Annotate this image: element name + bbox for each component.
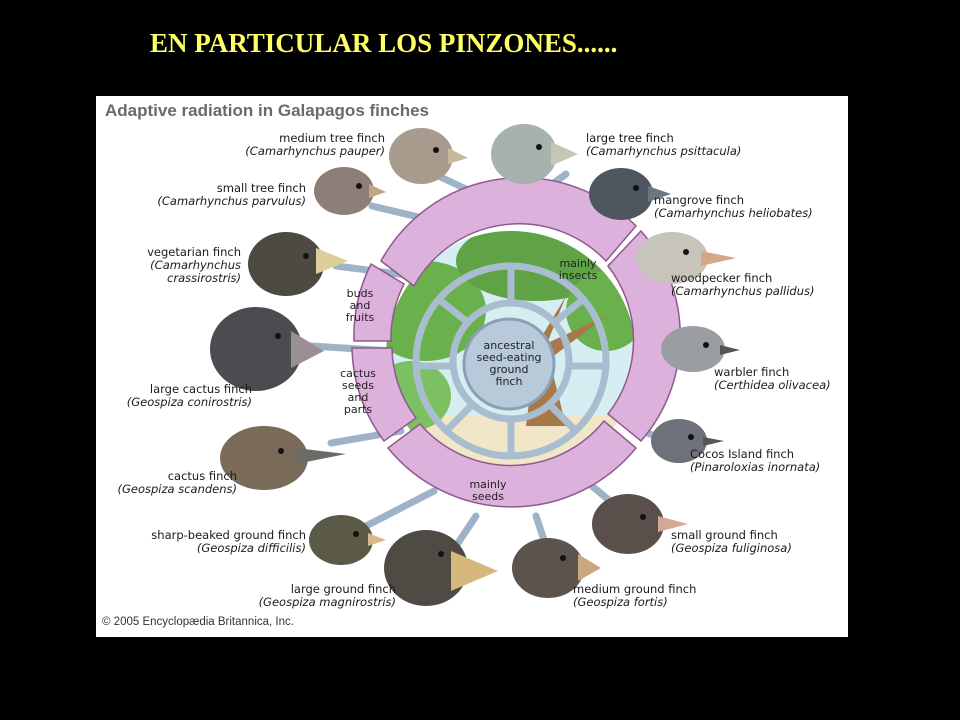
finch-label-small-ground: small ground finch (Geospiza fuliginosa) [671, 529, 792, 555]
finch-heads [210, 124, 740, 606]
finch-common-name: woodpecker finch [671, 271, 773, 285]
figure-title: Adaptive radiation in Galapagos finches [105, 101, 430, 120]
finch-head-warbler [661, 326, 740, 372]
finch-scientific-name: (Geospiza conirostris) [126, 395, 252, 409]
finch-common-name: medium tree finch [279, 131, 385, 145]
finch-head-cactus [220, 426, 346, 490]
spoke [452, 512, 480, 550]
finch-scientific-name: (Camarhynchus heliobates) [654, 206, 813, 220]
finch-head-large-cactus [210, 307, 324, 391]
finch-head-cocos-island [651, 419, 724, 463]
finch-common-name: warbler finch [714, 365, 790, 379]
food-label-cactus: cactus seeds and parts [334, 368, 382, 416]
finch-label-medium-tree: medium tree finch (Camarhynchus pauper) [245, 132, 385, 158]
spoke [362, 487, 438, 530]
food-label-line: buds [346, 287, 374, 300]
finch-label-mangrove: mangrove finch (Camarhynchus heliobates) [654, 194, 813, 220]
finch-label-woodpecker: woodpecker finch (Camarhynchus pallidus) [671, 272, 814, 298]
finch-scientific-name: (Camarhynchus pauper) [245, 144, 385, 158]
ring-insects [606, 229, 682, 443]
finch-scientific-name: (Geospiza magnirostris) [258, 595, 396, 609]
finch-common-name: sharp-beaked ground finch [151, 528, 306, 542]
finch-common-name: large ground finch [290, 582, 396, 596]
finch-head-medium-tree [389, 128, 468, 184]
center-label-line: ground [489, 363, 529, 376]
finch-common-name: Cocos Island finch [690, 447, 795, 461]
finch-label-large-tree: large tree finch (Camarhynchus psittacul… [586, 132, 741, 158]
finch-scientific-name: (Geospiza difficilis) [196, 541, 306, 555]
finch-label-medium-ground: medium ground finch (Geospiza fortis) [573, 583, 696, 609]
finch-label-sharp-beaked: sharp-beaked ground finch (Geospiza diff… [151, 529, 306, 555]
finch-head-medium-ground [512, 538, 601, 598]
finch-scientific-name: (Camarhynchus parvulus) [157, 194, 306, 208]
finch-scientific-name: (Certhidea olivacea) [714, 378, 831, 392]
finch-head-vegetarian [248, 232, 348, 296]
finch-scientific-name: (Pinaroloxias inornata) [690, 460, 821, 474]
finch-common-name: vegetarian finch [147, 245, 241, 259]
finch-common-name: large cactus finch [149, 382, 252, 396]
center-label-line: seed-eating [476, 351, 542, 364]
finch-scientific-name: (Geospiza scandens) [117, 482, 237, 496]
finch-head-woodpecker [636, 232, 736, 284]
finch-scientific-name: (Camarhynchus psittacula) [586, 144, 742, 158]
finch-label-small-tree: small tree finch (Camarhynchus parvulus) [157, 182, 306, 208]
food-label-line: cactus [340, 367, 376, 380]
finch-label-vegetarian: vegetarian finch (Camarhynchus crassiros… [147, 246, 241, 285]
food-ring [351, 176, 682, 508]
finch-head-large-ground [384, 530, 498, 606]
finch-head-small-ground [592, 494, 688, 554]
radiation-diagram [210, 124, 740, 606]
food-label-line: fruits [345, 311, 375, 324]
finch-scientific-name: (Geospiza fortis) [573, 595, 668, 609]
finch-common-name: cactus finch [167, 469, 237, 483]
slide-title: EN PARTICULAR LOS PINZONES...... [150, 28, 618, 58]
finch-head-large-tree [491, 124, 578, 184]
center-label-line: ancestral [483, 339, 535, 352]
food-label-line: seeds [342, 379, 374, 392]
finch-common-name: small ground finch [671, 528, 778, 542]
food-label-seeds: mainly seeds [458, 479, 518, 503]
food-label-line: seeds [472, 490, 504, 503]
ring-top [380, 176, 638, 288]
food-label-line: insects [558, 269, 598, 282]
finch-scientific-name: (Camarhynchus pallidus) [671, 284, 815, 298]
food-label-buds: buds and fruits [336, 288, 384, 324]
finch-label-warbler: warbler finch (Certhidea olivacea) [714, 366, 831, 392]
copyright-notice: © 2005 Encyclopædia Britannica, Inc. [102, 616, 294, 628]
finch-head-sharp-beaked [309, 515, 386, 565]
finch-head-small-tree [314, 167, 386, 215]
phylogeny-branches [412, 262, 610, 460]
ring-seeds [386, 419, 638, 508]
finch-label-cocos-island: Cocos Island finch (Pinaroloxias inornat… [690, 448, 820, 474]
finch-label-cactus: cactus finch (Geospiza scandens) [117, 470, 237, 496]
finch-scientific-name: (Geospiza fuliginosa) [671, 541, 792, 555]
finch-head-mangrove [589, 168, 671, 220]
finch-radiation-figure: Adaptive radiation in Galapagos finches [96, 96, 848, 637]
food-label-line: and [349, 299, 371, 312]
finch-label-large-cactus: large cactus finch (Geospiza conirostris… [127, 383, 252, 409]
ancestral-node [462, 317, 556, 411]
food-label-line: and [347, 391, 369, 404]
ring-cactus [351, 347, 418, 443]
finch-scientific-name: crassirostris) [167, 271, 241, 285]
finch-label-large-ground: large ground finch (Geospiza magnirostri… [259, 583, 396, 609]
finch-common-name: mangrove finch [654, 193, 745, 207]
center-label-line: finch [495, 375, 523, 388]
finch-common-name: large tree finch [586, 131, 674, 145]
finch-common-name: medium ground finch [573, 582, 697, 596]
finch-common-name: small tree finch [216, 181, 306, 195]
food-label-insects: mainly insects [548, 258, 608, 282]
food-label-line: mainly [469, 478, 507, 491]
food-label-line: parts [343, 403, 373, 416]
finch-scientific-name: (Camarhynchus [150, 258, 241, 272]
center-label: ancestral seed-eating ground finch [459, 340, 559, 388]
ring-buds [353, 262, 405, 342]
food-label-line: mainly [559, 257, 597, 270]
